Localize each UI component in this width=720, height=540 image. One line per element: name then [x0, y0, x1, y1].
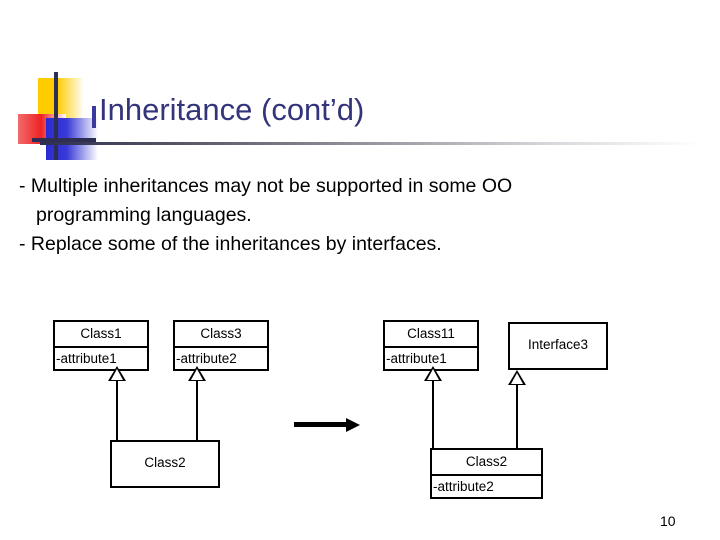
logo-horizontal-line — [32, 138, 96, 142]
logo-tick-mark — [92, 106, 96, 128]
bullet-line: - Replace some of the inheritances by in… — [19, 233, 442, 255]
generalization-line — [432, 381, 434, 449]
transform-right-arrow-icon — [294, 418, 362, 432]
logo-yellow-square — [38, 78, 84, 118]
page-number: 10 — [660, 513, 676, 529]
bullet-line: programming languages. — [36, 204, 252, 226]
uml-interface-box[interactable]: Interface3 — [508, 322, 608, 370]
logo-vertical-line — [54, 72, 58, 160]
generalization-line — [116, 381, 118, 441]
uml-class-attribute: -attribute1 — [385, 345, 477, 370]
uml-class-box[interactable]: Class11 -attribute1 — [383, 320, 479, 371]
uml-class-box[interactable]: Class2 — [110, 440, 220, 488]
uml-class-name: Class3 — [200, 326, 242, 341]
generalization-line — [196, 381, 198, 441]
realization-line — [516, 385, 518, 449]
slide-header: Inheritance (cont’d) — [0, 0, 720, 160]
decorative-logo-mark — [18, 72, 98, 160]
uml-class-name: Class11 — [407, 326, 455, 341]
slide-body-text: - Multiple inheritances may not be suppo… — [19, 172, 679, 259]
uml-class-attribute: -attribute1 — [55, 345, 147, 370]
uml-class-box[interactable]: Class1 -attribute1 — [53, 320, 149, 371]
title-divider-rule — [40, 142, 700, 145]
uml-class-attribute: -attribute2 — [432, 473, 541, 498]
uml-class-name: Class2 — [465, 454, 508, 469]
uml-class-box[interactable]: Class3 -attribute2 — [173, 320, 269, 371]
uml-class-name: Class2 — [144, 455, 186, 470]
uml-interface-name: Interface3 — [527, 337, 589, 352]
slide-title: Inheritance (cont’d) — [99, 92, 365, 127]
uml-class-attribute: -attribute2 — [175, 345, 267, 370]
uml-class-box[interactable]: Class2 -attribute2 — [430, 448, 543, 499]
uml-diagram-area: Class1 -attribute1 Class3 -attribute2 Cl… — [0, 300, 720, 510]
bullet-line: - Multiple inheritances may not be suppo… — [19, 175, 513, 197]
uml-class-name: Class1 — [80, 326, 122, 341]
